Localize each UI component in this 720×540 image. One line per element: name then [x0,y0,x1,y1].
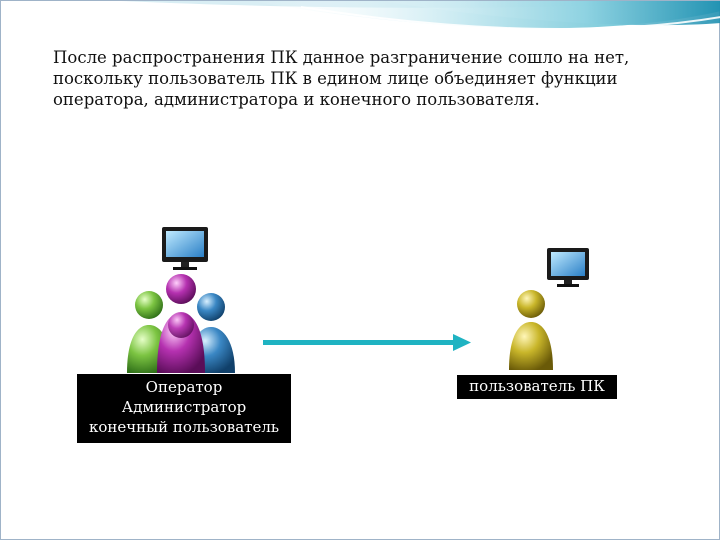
role-end-user: конечный пользователь [88,418,280,436]
user-icon [509,248,589,370]
monitor-icon [162,227,208,270]
pc-user-label: пользователь ПК [457,375,617,399]
slide-body-text: После распространения ПК данное разграни… [53,48,630,109]
role-operator: Оператор [145,378,223,396]
monitor-icon [547,248,589,287]
roles-label: Оператор Администратор конечный пользова… [77,374,291,443]
header-swoosh [121,1,720,31]
role-administrator: Администратор [121,398,247,416]
arrow-right-icon [263,334,471,351]
users-group-icon [127,227,235,373]
